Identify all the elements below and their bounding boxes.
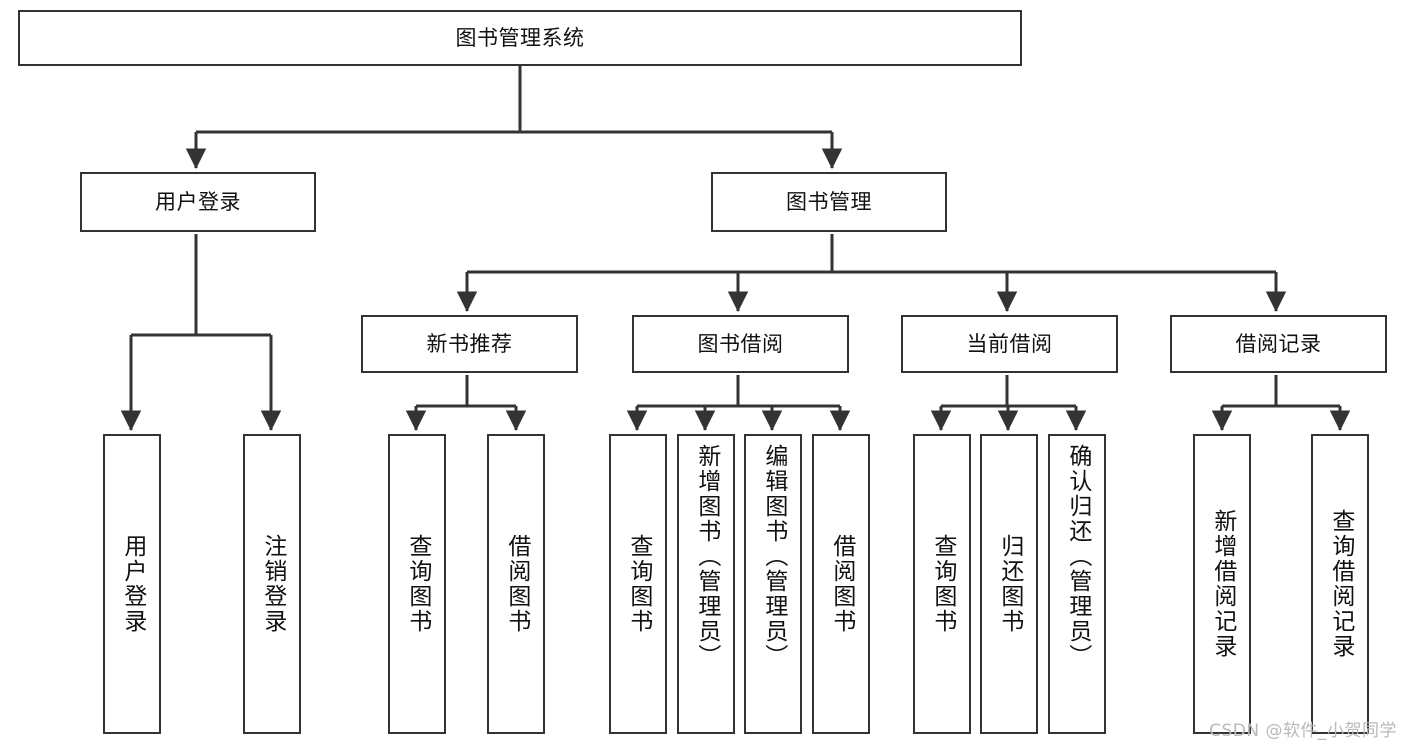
leaf-confirm-return-admin[interactable]: 确认归还（管理员） [1048, 434, 1106, 734]
node-current-borrow-label: 当前借阅 [966, 331, 1053, 356]
leaf-logout-label: 注销登录 [259, 534, 286, 634]
node-book-manage-label: 图书管理 [786, 189, 872, 214]
leaf-add-borrow-record-label: 新增借阅记录 [1209, 509, 1236, 659]
node-user-login[interactable]: 用户登录 [80, 172, 316, 232]
leaf-return-books[interactable]: 归还图书 [980, 434, 1038, 734]
node-borrow-record[interactable]: 借阅记录 [1170, 315, 1387, 373]
leaf-user-login[interactable]: 用户登录 [103, 434, 161, 734]
leaf-edit-book-admin[interactable]: 编辑图书（管理员） [744, 434, 802, 734]
leaf-borrow-books-2-label: 借阅图书 [828, 534, 855, 634]
node-new-book-recommend-label: 新书推荐 [426, 331, 513, 356]
leaf-logout[interactable]: 注销登录 [243, 434, 301, 734]
node-user-login-label: 用户登录 [155, 189, 241, 214]
leaf-confirm-return-admin-label: 确认归还（管理员） [1064, 444, 1091, 669]
node-current-borrow[interactable]: 当前借阅 [901, 315, 1118, 373]
leaf-query-books-1-label: 查询图书 [404, 534, 431, 634]
leaf-borrow-books-1[interactable]: 借阅图书 [487, 434, 545, 734]
node-book-borrow-label: 图书借阅 [697, 331, 784, 356]
leaf-query-borrow-record[interactable]: 查询借阅记录 [1311, 434, 1369, 734]
leaf-add-borrow-record[interactable]: 新增借阅记录 [1193, 434, 1251, 734]
node-book-manage[interactable]: 图书管理 [711, 172, 947, 232]
leaf-return-books-label: 归还图书 [996, 534, 1023, 634]
leaf-query-books-1[interactable]: 查询图书 [388, 434, 446, 734]
leaf-edit-book-admin-label: 编辑图书（管理员） [760, 444, 787, 669]
leaf-borrow-books-1-label: 借阅图书 [503, 534, 530, 634]
node-book-borrow[interactable]: 图书借阅 [632, 315, 849, 373]
leaf-query-books-3-label: 查询图书 [929, 534, 956, 634]
leaf-user-login-label: 用户登录 [119, 534, 146, 634]
leaf-borrow-books-2[interactable]: 借阅图书 [812, 434, 870, 734]
leaf-query-borrow-record-label: 查询借阅记录 [1327, 509, 1354, 659]
node-borrow-record-label: 借阅记录 [1235, 331, 1322, 356]
leaf-query-books-3[interactable]: 查询图书 [913, 434, 971, 734]
node-new-book-recommend[interactable]: 新书推荐 [361, 315, 578, 373]
leaf-query-books-2-label: 查询图书 [625, 534, 652, 634]
leaf-query-books-2[interactable]: 查询图书 [609, 434, 667, 734]
node-root[interactable]: 图书管理系统 [18, 10, 1022, 66]
leaf-add-book-admin-label: 新增图书（管理员） [693, 444, 720, 669]
node-root-label: 图书管理系统 [455, 25, 585, 50]
leaf-add-book-admin[interactable]: 新增图书（管理员） [677, 434, 735, 734]
